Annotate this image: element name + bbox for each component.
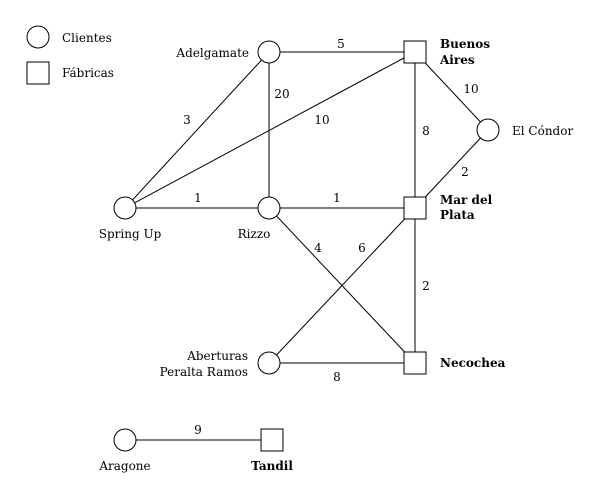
- node-rizzo-client-circle: [257, 196, 281, 220]
- edge-weight-buenos-aires-el-condor: 10: [463, 82, 478, 96]
- node-label-aberturas-line2: Peralta Ramos: [160, 365, 248, 379]
- node-mar-del-plata-factory-square: [403, 196, 427, 220]
- node-label-aberturas-line1: Aberturas: [186, 349, 248, 363]
- edge-weight-adelgamate-buenos-aires: 5: [337, 37, 345, 51]
- node-labels: Adelgamate Buenos Aires El Cóndor Spring…: [98, 37, 573, 473]
- node-aberturas-client-circle: [257, 351, 281, 375]
- edge-adelgamate-spring-up: [124, 51, 270, 209]
- node-label-el-condor: El Cóndor: [512, 124, 573, 138]
- edge-weight-mar-del-plata-aberturas: 6: [358, 241, 366, 255]
- edge-weight-adelgamate-spring-up: 3: [183, 113, 191, 127]
- node-adelgamate-client-circle: [257, 40, 281, 64]
- node-el-condor-client-circle: [476, 118, 500, 142]
- edge-weight-aberturas-necochea: 8: [333, 370, 341, 384]
- edge-el-condor-mar-del-plata: [414, 129, 489, 209]
- legend-client-circle-icon: [26, 25, 50, 49]
- node-label-spring-up: Spring Up: [99, 227, 162, 241]
- node-label-necochea: Necochea: [440, 356, 506, 370]
- edge-weight-spring-up-rizzo: 1: [194, 191, 202, 205]
- node-label-tandil: Tandil: [251, 459, 293, 473]
- node-label-buenos-aires-line1: Buenos: [440, 37, 490, 51]
- node-buenos-aires-factory-square: [403, 40, 427, 64]
- edge-spring-up-buenos-aires: [124, 51, 416, 209]
- node-label-rizzo: Rizzo: [238, 227, 271, 241]
- edge-weights-layer: 5 20 3 10 10 8 2 1 1 4 6 2 8 9: [183, 37, 478, 437]
- edge-weight-rizzo-mar-del-plata: 1: [333, 191, 341, 205]
- edge-weight-spring-up-buenos-aires: 10: [314, 113, 329, 127]
- node-necochea-factory-square: [403, 351, 427, 375]
- edge-mar-del-plata-aberturas: [268, 207, 416, 364]
- node-label-adelgamate: Adelgamate: [175, 46, 249, 60]
- legend-factory-square-icon: [26, 61, 50, 85]
- edge-weight-buenos-aires-mar-del-plata: 8: [422, 124, 430, 138]
- node-tandil-factory-square: [260, 428, 284, 452]
- legend: Clientes Fábricas: [26, 25, 114, 85]
- node-spring-up-client-circle: [113, 196, 137, 220]
- edge-weight-aragone-tandil: 9: [194, 423, 202, 437]
- nodes-layer: [113, 40, 500, 452]
- edge-weight-rizzo-necochea: 4: [314, 241, 322, 255]
- edge-buenos-aires-el-condor: [414, 51, 489, 131]
- node-label-mar-del-plata-line1: Mar del: [440, 193, 493, 207]
- edge-weight-el-condor-mar-del-plata: 2: [461, 165, 469, 179]
- legend-clients-label: Clientes: [62, 31, 112, 45]
- edge-weight-mar-del-plata-necochea: 2: [422, 279, 430, 293]
- node-label-mar-del-plata-line2: Plata: [440, 208, 475, 222]
- node-label-aragone: Aragone: [98, 459, 150, 473]
- node-aragone-client-circle: [113, 428, 137, 452]
- edges-layer: [124, 51, 489, 441]
- edge-weight-adelgamate-rizzo: 20: [274, 87, 289, 101]
- node-label-buenos-aires-line2: Aires: [439, 53, 475, 67]
- legend-factories-label: Fábricas: [62, 66, 114, 80]
